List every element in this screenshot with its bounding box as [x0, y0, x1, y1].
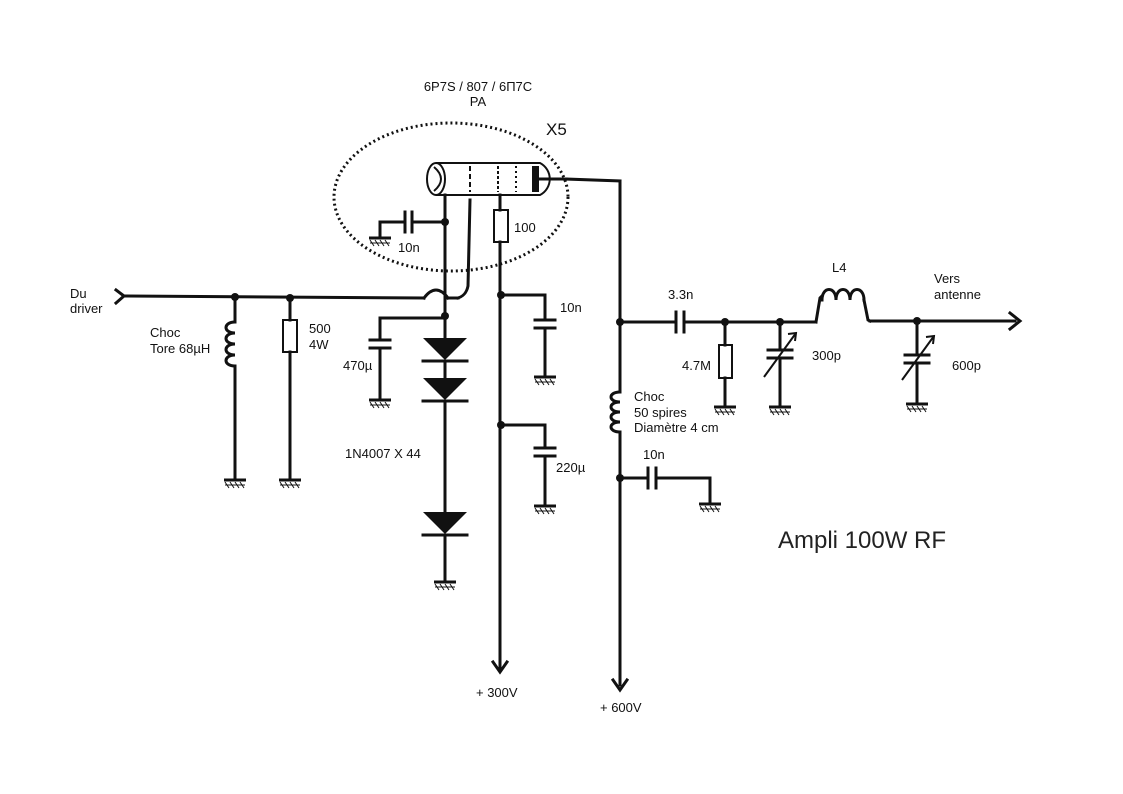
- var-cap-300p-label: 300p: [812, 348, 841, 363]
- var-cap-300p: [763, 320, 798, 417]
- input-choke: [222, 295, 248, 490]
- diode-string: [421, 338, 469, 592]
- input-label-2: driver: [70, 301, 103, 316]
- plate-cap-10n: [618, 466, 723, 514]
- choke-plate-label-3: Diamètre 4 cm: [634, 420, 719, 435]
- tube-multiplier-label: X5: [546, 120, 567, 139]
- resistor-500: [277, 296, 303, 490]
- cathode-cap-10n: [367, 210, 447, 248]
- junction-470u: [441, 312, 449, 320]
- choke-in-label-1: Choc: [150, 325, 181, 340]
- resistor-100-label: 100: [514, 220, 536, 235]
- resistor-500-label-2: 4W: [309, 337, 329, 352]
- inductor-l4: [814, 288, 1017, 324]
- cap-220u-label: 220µ: [556, 460, 586, 475]
- cap-10n-screen-label: 10n: [560, 300, 582, 315]
- output-label-2: antenne: [934, 287, 981, 302]
- cap-3n3-label: 3.3n: [668, 287, 693, 302]
- output-arrow: [1007, 310, 1023, 332]
- resistor-100: [493, 193, 509, 243]
- tube-type-label: 6P7S / 807 / 6П7С: [424, 79, 532, 94]
- screen-cap-10n: [499, 293, 558, 387]
- output-label-1: Vers: [934, 271, 961, 286]
- var-cap-600p: [901, 319, 936, 414]
- supply-600v-label: + 600V: [600, 700, 642, 715]
- resistor-500-label-1: 500: [309, 321, 331, 336]
- choke-in-label-2: Tore 68µH: [150, 341, 210, 356]
- resistor-4m7: [712, 320, 738, 417]
- diagram-title: Ampli 100W RF: [778, 527, 946, 554]
- cap-10n-cathode-label: 10n: [398, 240, 420, 255]
- choke-plate-label-1: Choc: [634, 389, 665, 404]
- diodes-label: 1N4007 X 44: [345, 446, 421, 461]
- input-wire: [122, 198, 472, 301]
- supply-300v-label: + 300V: [476, 685, 518, 700]
- cap-470u-label: 470µ: [343, 358, 373, 373]
- cap-220u: [499, 423, 558, 516]
- resistor-4m7-label: 4.7M: [682, 358, 711, 373]
- plate-choke: [609, 390, 630, 693]
- var-cap-600p-label: 600p: [952, 358, 981, 373]
- tube-envelope-dotted: [332, 121, 570, 273]
- tube-6p7s: [426, 162, 568, 196]
- cap-470u: [367, 316, 447, 410]
- cap-10n-plate-label: 10n: [643, 447, 665, 462]
- input-label-1: Du: [70, 286, 87, 301]
- plate-wire: [564, 177, 622, 394]
- inductor-l4-label: L4: [832, 260, 846, 275]
- tube-role-label: PA: [470, 94, 487, 109]
- choke-plate-label-2: 50 spires: [634, 405, 687, 420]
- cap-3n3: [618, 310, 818, 334]
- supply-300v-line: [490, 240, 510, 675]
